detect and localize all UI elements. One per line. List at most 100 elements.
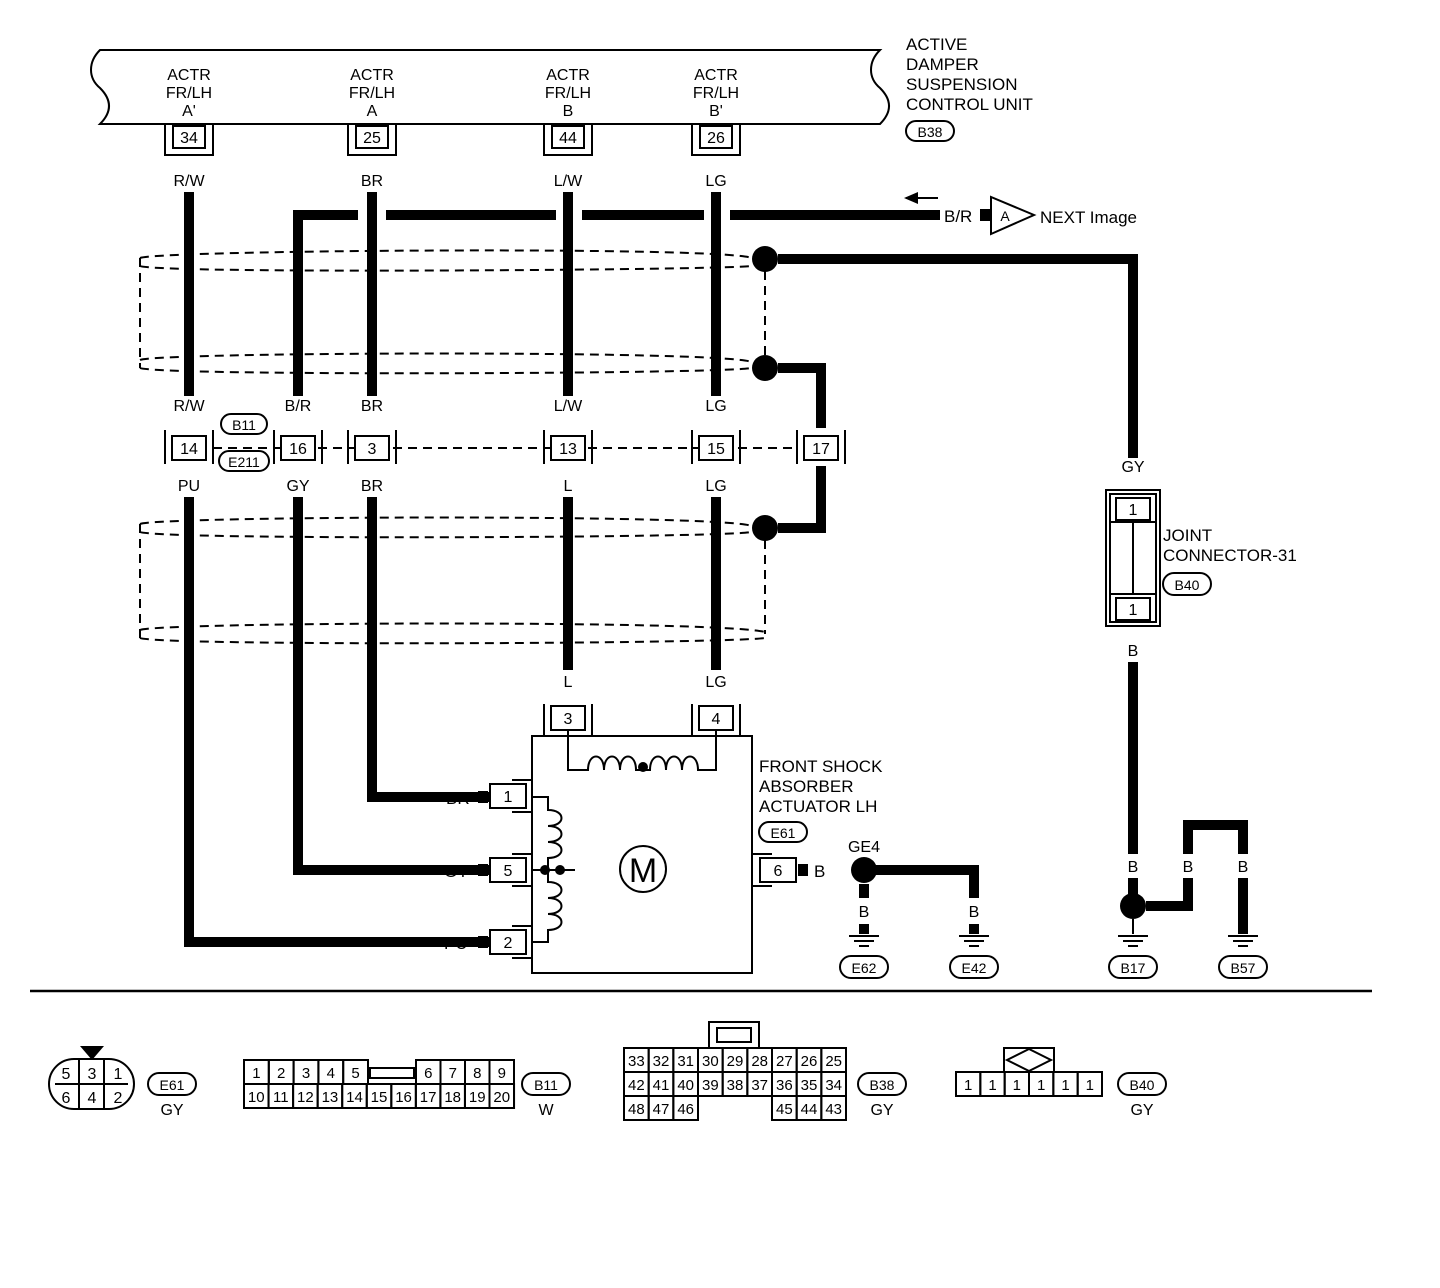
terminal-label: A'	[182, 103, 196, 120]
pin-number: 28	[751, 1053, 768, 1070]
harness-pin: 16	[273, 430, 323, 464]
pin-number: 1	[252, 1065, 260, 1082]
pin-number: 17	[812, 441, 830, 458]
wire-color-label: LG	[705, 478, 726, 495]
connector-id: E42	[962, 960, 987, 976]
motor-symbol: M	[629, 852, 657, 890]
shield-splice	[752, 355, 778, 381]
terminal-label: ACTR	[167, 67, 211, 84]
harness-pin: 14	[164, 430, 214, 464]
pin-number: 43	[825, 1101, 842, 1118]
splice-label: GE4	[848, 839, 880, 856]
pin-number: 16	[395, 1089, 412, 1106]
pin-number: 5	[504, 863, 513, 880]
pin-number: 11	[273, 1089, 289, 1106]
pin-number: 15	[371, 1089, 388, 1106]
connector-color: GY	[160, 1102, 183, 1119]
wire-color-label: B	[1238, 859, 1249, 876]
pin-number: 7	[449, 1065, 457, 1082]
pin-number: 2	[114, 1090, 123, 1107]
ground-b17-b57: B B B B17 B57	[1108, 662, 1268, 979]
pin-number: 13	[559, 441, 577, 458]
pin-number: 10	[248, 1089, 265, 1106]
terminal-label: FR/LH	[349, 85, 395, 102]
wire-color-label: GY	[1121, 459, 1144, 476]
next-page-link: NEXT Image	[1040, 208, 1137, 227]
pin-number: 1	[1013, 1077, 1021, 1094]
joint-connector: GY 1 1 JOINT CONNECTOR-31 B40 B	[1105, 459, 1297, 660]
wire-gy-drain	[778, 254, 1138, 458]
pin-number: 32	[653, 1053, 670, 1070]
pin-number: 44	[801, 1101, 818, 1118]
unit-title-line: ACTIVE	[906, 35, 967, 54]
actuator-title-line: ACTUATOR LH	[759, 797, 877, 816]
joint-title-line: JOINT	[1163, 526, 1212, 545]
actuator-pin: 3	[543, 704, 593, 736]
ground-badge: B57	[1218, 955, 1268, 979]
pin-number: 1	[1086, 1077, 1094, 1094]
key-icon	[1004, 1047, 1054, 1073]
connector-id: B38	[870, 1077, 895, 1093]
pin-number: 26	[801, 1053, 818, 1070]
motor-icon	[619, 845, 667, 893]
wire-color-label: R/W	[173, 398, 205, 415]
pin-number: 3	[564, 711, 573, 728]
actuator-pin: 2 PU	[444, 925, 532, 959]
pin-number: 39	[702, 1077, 719, 1094]
connector-id: E61	[771, 825, 796, 841]
joint-body	[1105, 489, 1161, 627]
wire-color-label: BR	[361, 173, 383, 190]
pin-number: 4	[327, 1065, 335, 1082]
pin-number: 29	[727, 1053, 744, 1070]
harness-pin: 3	[347, 430, 397, 464]
pin-number: 36	[776, 1077, 793, 1094]
wire-color-label: B	[859, 904, 870, 921]
pin-number: 3	[88, 1066, 97, 1083]
connector-id: B40	[1175, 577, 1200, 593]
wire-color-label: LG	[705, 674, 726, 691]
connector-id: B38	[918, 124, 943, 140]
actuator-title-line: FRONT SHOCK	[759, 757, 883, 776]
pin-number: 46	[677, 1101, 694, 1118]
terminal-label: B	[563, 103, 574, 120]
control-unit-body	[90, 49, 890, 125]
pin-number: 34	[180, 130, 198, 147]
pin-number: 3	[368, 441, 377, 458]
ground-icon	[959, 935, 989, 947]
pin-number: 6	[424, 1065, 432, 1082]
pin-number: 1	[504, 789, 513, 806]
pin-number: 31	[677, 1053, 694, 1070]
connector-id: B57	[1231, 960, 1256, 976]
terminal-pin: 44	[543, 124, 593, 156]
wire-pu	[184, 497, 490, 947]
wire-b	[1146, 878, 1193, 911]
connector-id: E62	[852, 960, 877, 976]
pin-number: 27	[776, 1053, 793, 1070]
splice-point	[851, 857, 877, 883]
pin-number: 30	[702, 1053, 719, 1070]
pin-number: 12	[297, 1089, 314, 1106]
wire-gy	[293, 497, 490, 875]
pin-number: 48	[628, 1101, 645, 1118]
pin-number: 15	[707, 441, 725, 458]
wire-color-label: GY	[444, 862, 469, 881]
connector-id: B11	[232, 417, 256, 433]
harness-pin: 17	[796, 430, 846, 464]
connector-id: E61	[160, 1077, 185, 1093]
harness-pin: 13	[543, 430, 593, 464]
pin-number: 14	[346, 1089, 363, 1106]
unit-title-line: SUSPENSION	[906, 75, 1017, 94]
pin-number: 2	[277, 1065, 285, 1082]
connector-view-e61: 5 3 1 6 4 2 E61 GY	[48, 1046, 197, 1119]
pin-number: 1	[1061, 1077, 1069, 1094]
unit-wire-labels: R/W BR L/W LG	[173, 173, 726, 190]
coil-left	[532, 796, 575, 943]
pin-number: 17	[420, 1089, 437, 1106]
wire-color-label: PU	[444, 934, 468, 953]
actuator: L LG 3 4 M 1 BR	[444, 674, 883, 974]
actuator-connector-badge: E61	[758, 821, 808, 843]
terminal-labels: ACTR FR/LH A' ACTR FR/LH A ACTR FR/LH B …	[166, 67, 739, 120]
wire-color-label: BR	[361, 478, 383, 495]
ground-ge4: GE4 B B E62 E42	[839, 839, 999, 979]
